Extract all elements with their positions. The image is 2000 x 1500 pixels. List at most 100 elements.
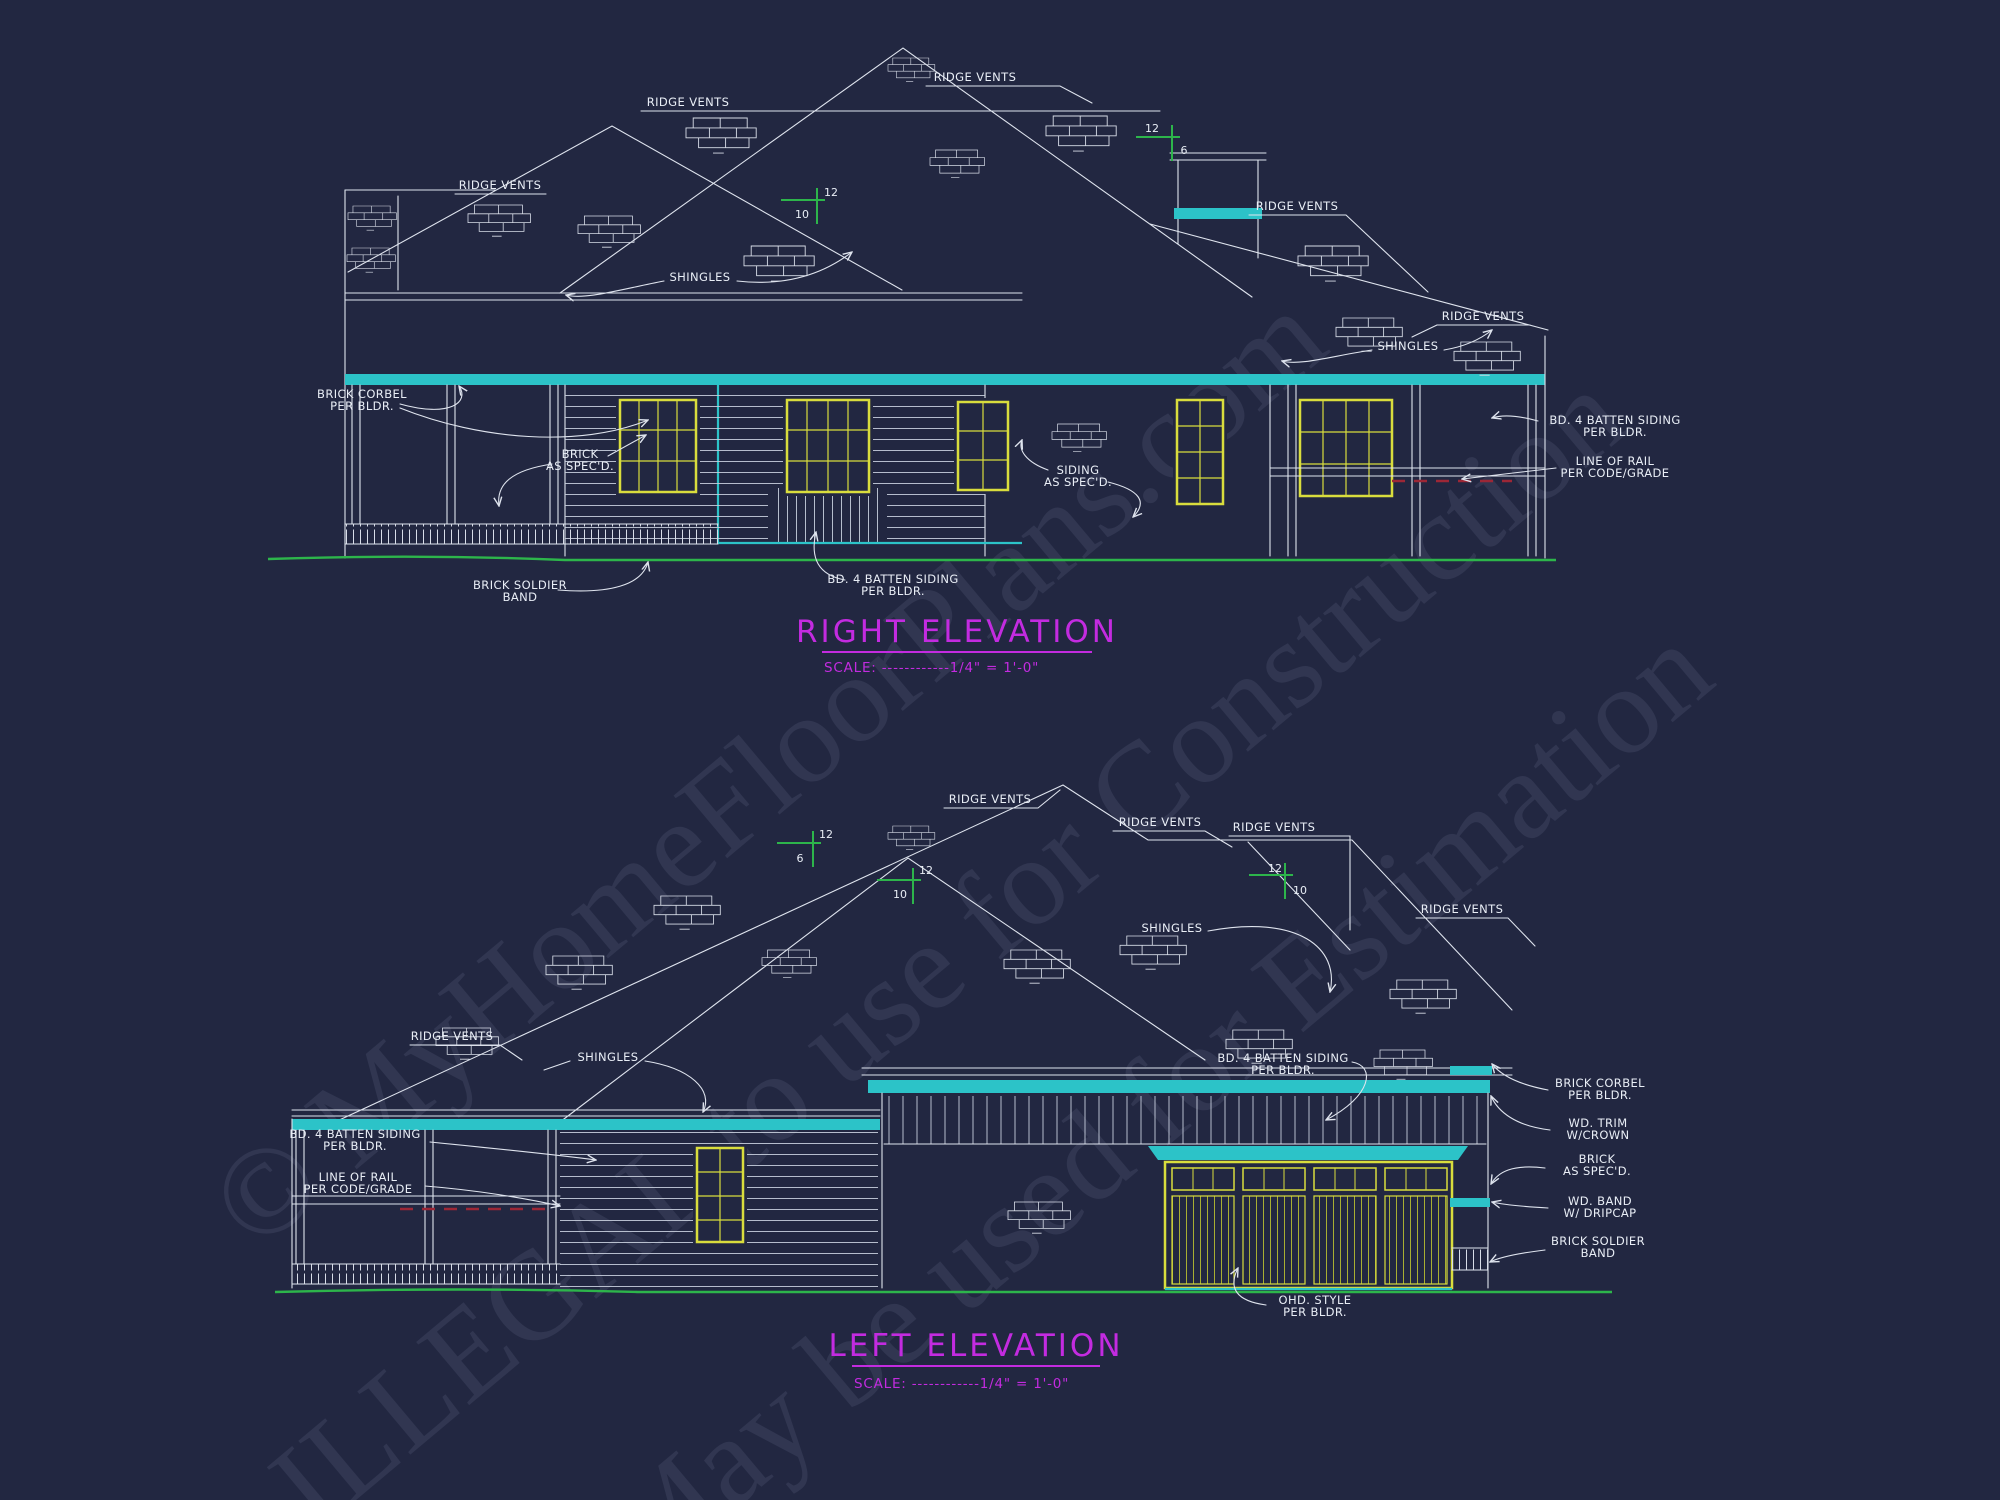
svg-text:AS SPEC'D.: AS SPEC'D. bbox=[1563, 1164, 1631, 1178]
slope-run: 10 bbox=[1293, 884, 1307, 897]
porch-columns bbox=[1287, 384, 1537, 557]
board-batten-band bbox=[884, 1096, 1486, 1144]
ridge-vents-label: RIDGE VENTS bbox=[459, 178, 542, 192]
bd-batten-siding-label: BD. 4 BATTEN SIDING bbox=[289, 1127, 420, 1141]
porch-base-hatch bbox=[292, 1264, 560, 1284]
ridge-vents-label: RIDGE VENTS bbox=[411, 1029, 494, 1043]
slope-rise: 12 bbox=[1268, 862, 1282, 875]
shingles-label: SHINGLES bbox=[1141, 921, 1202, 935]
svg-text:PER BLDR.: PER BLDR. bbox=[1583, 425, 1647, 439]
brick-soldier-band-hatch bbox=[345, 524, 718, 544]
bd-batten-siding-label: BD. 4 BATTEN SIDING bbox=[827, 572, 958, 586]
brick-as-specd-label: BRICK bbox=[562, 447, 599, 461]
svg-text:AS SPEC'D.: AS SPEC'D. bbox=[1044, 475, 1112, 489]
slope-marker: 12 10 bbox=[877, 864, 933, 904]
slope-marker: 12 10 bbox=[1249, 862, 1307, 899]
shingles-label: SHINGLES bbox=[669, 270, 730, 284]
eave-beam-band bbox=[345, 374, 1545, 385]
ridge-vents-label: RIDGE VENTS bbox=[934, 70, 1017, 84]
svg-text:BAND: BAND bbox=[1581, 1246, 1616, 1260]
svg-text:PER CODE/GRADE: PER CODE/GRADE bbox=[1561, 466, 1670, 480]
svg-text:PER BLDR.: PER BLDR. bbox=[1251, 1063, 1315, 1077]
rear-gable-slope bbox=[1247, 841, 1351, 951]
garage-door bbox=[1163, 1160, 1454, 1291]
front-gable-roof bbox=[559, 857, 1206, 1123]
right-elevation-scale: SCALE: ------------1/4" = 1'-0" bbox=[824, 660, 1039, 676]
right-elevation-drawing: 12 6 12 10 RIDGE VENTS RIDGE VENTS RIDGE… bbox=[267, 47, 1680, 676]
ridge-vents-label: RIDGE VENTS bbox=[1442, 309, 1525, 323]
slope-rise: 12 bbox=[919, 864, 933, 877]
right-elevation-title: RIGHT ELEVATION bbox=[796, 614, 1118, 650]
slope-run: 6 bbox=[1181, 144, 1188, 157]
svg-text:W/ DRIPCAP: W/ DRIPCAP bbox=[1564, 1206, 1637, 1220]
slope-run: 10 bbox=[795, 208, 809, 221]
left-elevation-title: LEFT ELEVATION bbox=[828, 1328, 1123, 1364]
garage-frieze-band bbox=[868, 1080, 1490, 1093]
svg-text:PER BLDR.: PER BLDR. bbox=[323, 1139, 387, 1153]
slope-rise: 12 bbox=[824, 186, 838, 199]
ohd-style-label: OHD. STYLE bbox=[1279, 1293, 1352, 1307]
porch-roof-slope bbox=[1149, 223, 1549, 331]
left-eave-beam-band bbox=[292, 1119, 880, 1130]
main-gable-roof bbox=[559, 47, 1253, 298]
board-batten-door-section bbox=[770, 488, 885, 543]
grade-line bbox=[274, 1288, 1612, 1294]
porch-rail bbox=[1269, 467, 1546, 477]
brick-soldier-band-label: BRICK SOLDIER bbox=[1551, 1234, 1645, 1248]
shingles-label: SHINGLES bbox=[1377, 339, 1438, 353]
svg-text:PER BLDR.: PER BLDR. bbox=[1568, 1088, 1632, 1102]
slope-run: 10 bbox=[893, 888, 907, 901]
annotations-left-elevation: RIDGE VENTS RIDGE VENTS RIDGE VENTS RIDG… bbox=[289, 789, 1645, 1319]
brick-as-specd-label: BRICK bbox=[1579, 1152, 1616, 1166]
svg-text:W/CROWN: W/CROWN bbox=[1566, 1128, 1629, 1142]
svg-text:PER BLDR.: PER BLDR. bbox=[330, 399, 394, 413]
svg-text:AS SPEC'D.: AS SPEC'D. bbox=[546, 459, 614, 473]
line-of-rail-label: LINE OF RAIL bbox=[319, 1170, 398, 1184]
svg-text:BAND: BAND bbox=[503, 590, 538, 604]
svg-text:PER CODE/GRADE: PER CODE/GRADE bbox=[304, 1182, 413, 1196]
grade-line bbox=[267, 555, 1556, 562]
main-eave-fascia bbox=[344, 292, 1023, 301]
brick-soldier-band-hatch bbox=[1452, 1248, 1488, 1270]
shingles-label: SHINGLES bbox=[577, 1050, 638, 1064]
ridge-vents-label: RIDGE VENTS bbox=[1233, 820, 1316, 834]
slope-rise: 12 bbox=[1145, 122, 1159, 135]
left-eave-fascia bbox=[291, 1109, 881, 1117]
wd-band-dripcap bbox=[1450, 1198, 1490, 1207]
ridge-vents-label: RIDGE VENTS bbox=[1256, 199, 1339, 213]
ridge-vents-label: RIDGE VENTS bbox=[1421, 902, 1504, 916]
left-elevation-drawing: 12 6 12 10 12 10 RIDGE VENTS RIDGE VENTS… bbox=[274, 784, 1645, 1392]
garage-door-crown-trim bbox=[1148, 1146, 1468, 1160]
ridge-vents-label: RIDGE VENTS bbox=[1119, 815, 1202, 829]
bd-batten-siding-label: BD. 4 BATTEN SIDING bbox=[1549, 413, 1680, 427]
brick-corbel-label: BRICK CORBEL bbox=[1555, 1076, 1645, 1090]
ridge-vents-label: RIDGE VENTS bbox=[647, 95, 730, 109]
bd-batten-siding-label: BD. 4 BATTEN SIDING bbox=[1217, 1051, 1348, 1065]
siding-as-specd-label: SIDING bbox=[1057, 463, 1100, 477]
main-roof-slope bbox=[334, 784, 1513, 1123]
wd-trim-label: WD. TRIM bbox=[1568, 1116, 1627, 1130]
svg-text:PER BLDR.: PER BLDR. bbox=[861, 584, 925, 598]
ridge-vents-label: RIDGE VENTS bbox=[949, 792, 1032, 806]
chimney-cap-band bbox=[1174, 208, 1262, 219]
porch-rail bbox=[291, 1195, 561, 1205]
porch-posts bbox=[295, 1129, 557, 1265]
slope-rise: 12 bbox=[819, 828, 833, 841]
slope-marker: 12 6 bbox=[1136, 122, 1188, 161]
front-gable-roof bbox=[347, 125, 903, 291]
windows-right-elevation bbox=[616, 396, 1396, 508]
annotations-right-elevation: RIDGE VENTS RIDGE VENTS RIDGE VENTS RIDG… bbox=[317, 70, 1680, 604]
slope-marker: 12 10 bbox=[781, 186, 838, 224]
slope-marker: 12 6 bbox=[777, 828, 833, 867]
svg-text:PER BLDR.: PER BLDR. bbox=[1283, 1305, 1347, 1319]
line-of-rail-label: LINE OF RAIL bbox=[1576, 454, 1655, 468]
corbel-band bbox=[1450, 1066, 1492, 1075]
slope-run: 6 bbox=[797, 852, 804, 865]
brick-soldier-band-label: BRICK SOLDIER bbox=[473, 578, 567, 592]
brick-corbel-label: BRICK CORBEL bbox=[317, 387, 407, 401]
porch-posts bbox=[351, 384, 559, 525]
wd-band-label: WD. BAND bbox=[1568, 1194, 1632, 1208]
garage-fascia bbox=[861, 1067, 1513, 1076]
